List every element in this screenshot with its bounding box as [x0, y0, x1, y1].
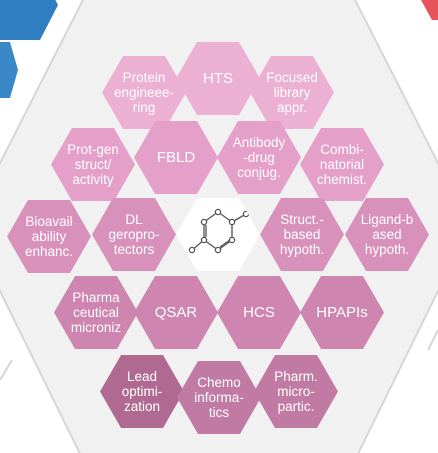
red-accent-hexagon [421, 0, 438, 20]
hex-label: QSAR [154, 304, 198, 321]
hex-label: Prot-gen struct/ activity [67, 142, 119, 187]
hex-label: FBLD [156, 149, 196, 166]
hex-label: Bioavail ability enhanc. [24, 214, 74, 259]
hex-fbld: FBLD [134, 121, 218, 194]
hex-label: Lead optimi- zation [121, 369, 163, 414]
hex-label: DL geropro- tectors [108, 212, 160, 257]
hex-combinatorial: Combi- natorial chemist. [300, 128, 384, 201]
hex-label: Struct.- based hypoth. [279, 212, 325, 257]
hex-label: Protein engineee- ring [113, 70, 175, 115]
hex-label: Antibody -drug conjug. [232, 135, 286, 180]
hex-label: HTS [203, 70, 233, 87]
hex-label: Focused library appr. [266, 70, 318, 115]
hex-label: Ligand-b ased hypoth. [360, 212, 414, 257]
hex-antibody-drug: Antibody -drug conjug. [217, 121, 301, 194]
hex-label: Chemo informa- tics [194, 375, 244, 420]
hex-label: Pharm. micro- partic. [274, 369, 318, 414]
hex-label: Combi- natorial chemist. [316, 142, 368, 187]
right-frame-line [427, 329, 438, 351]
molecule-icon [188, 208, 250, 254]
blue-accent-small [0, 42, 18, 98]
hex-label: HPAPIs [316, 304, 368, 321]
hex-prot-gen-struct: Prot-gen struct/ activity [51, 128, 135, 201]
blue-accent-hexagon [0, 0, 58, 40]
hex-label: Pharma ceutical microniz [70, 290, 122, 335]
left-frame-line [0, 359, 13, 381]
hex-label: HCS [243, 304, 275, 321]
